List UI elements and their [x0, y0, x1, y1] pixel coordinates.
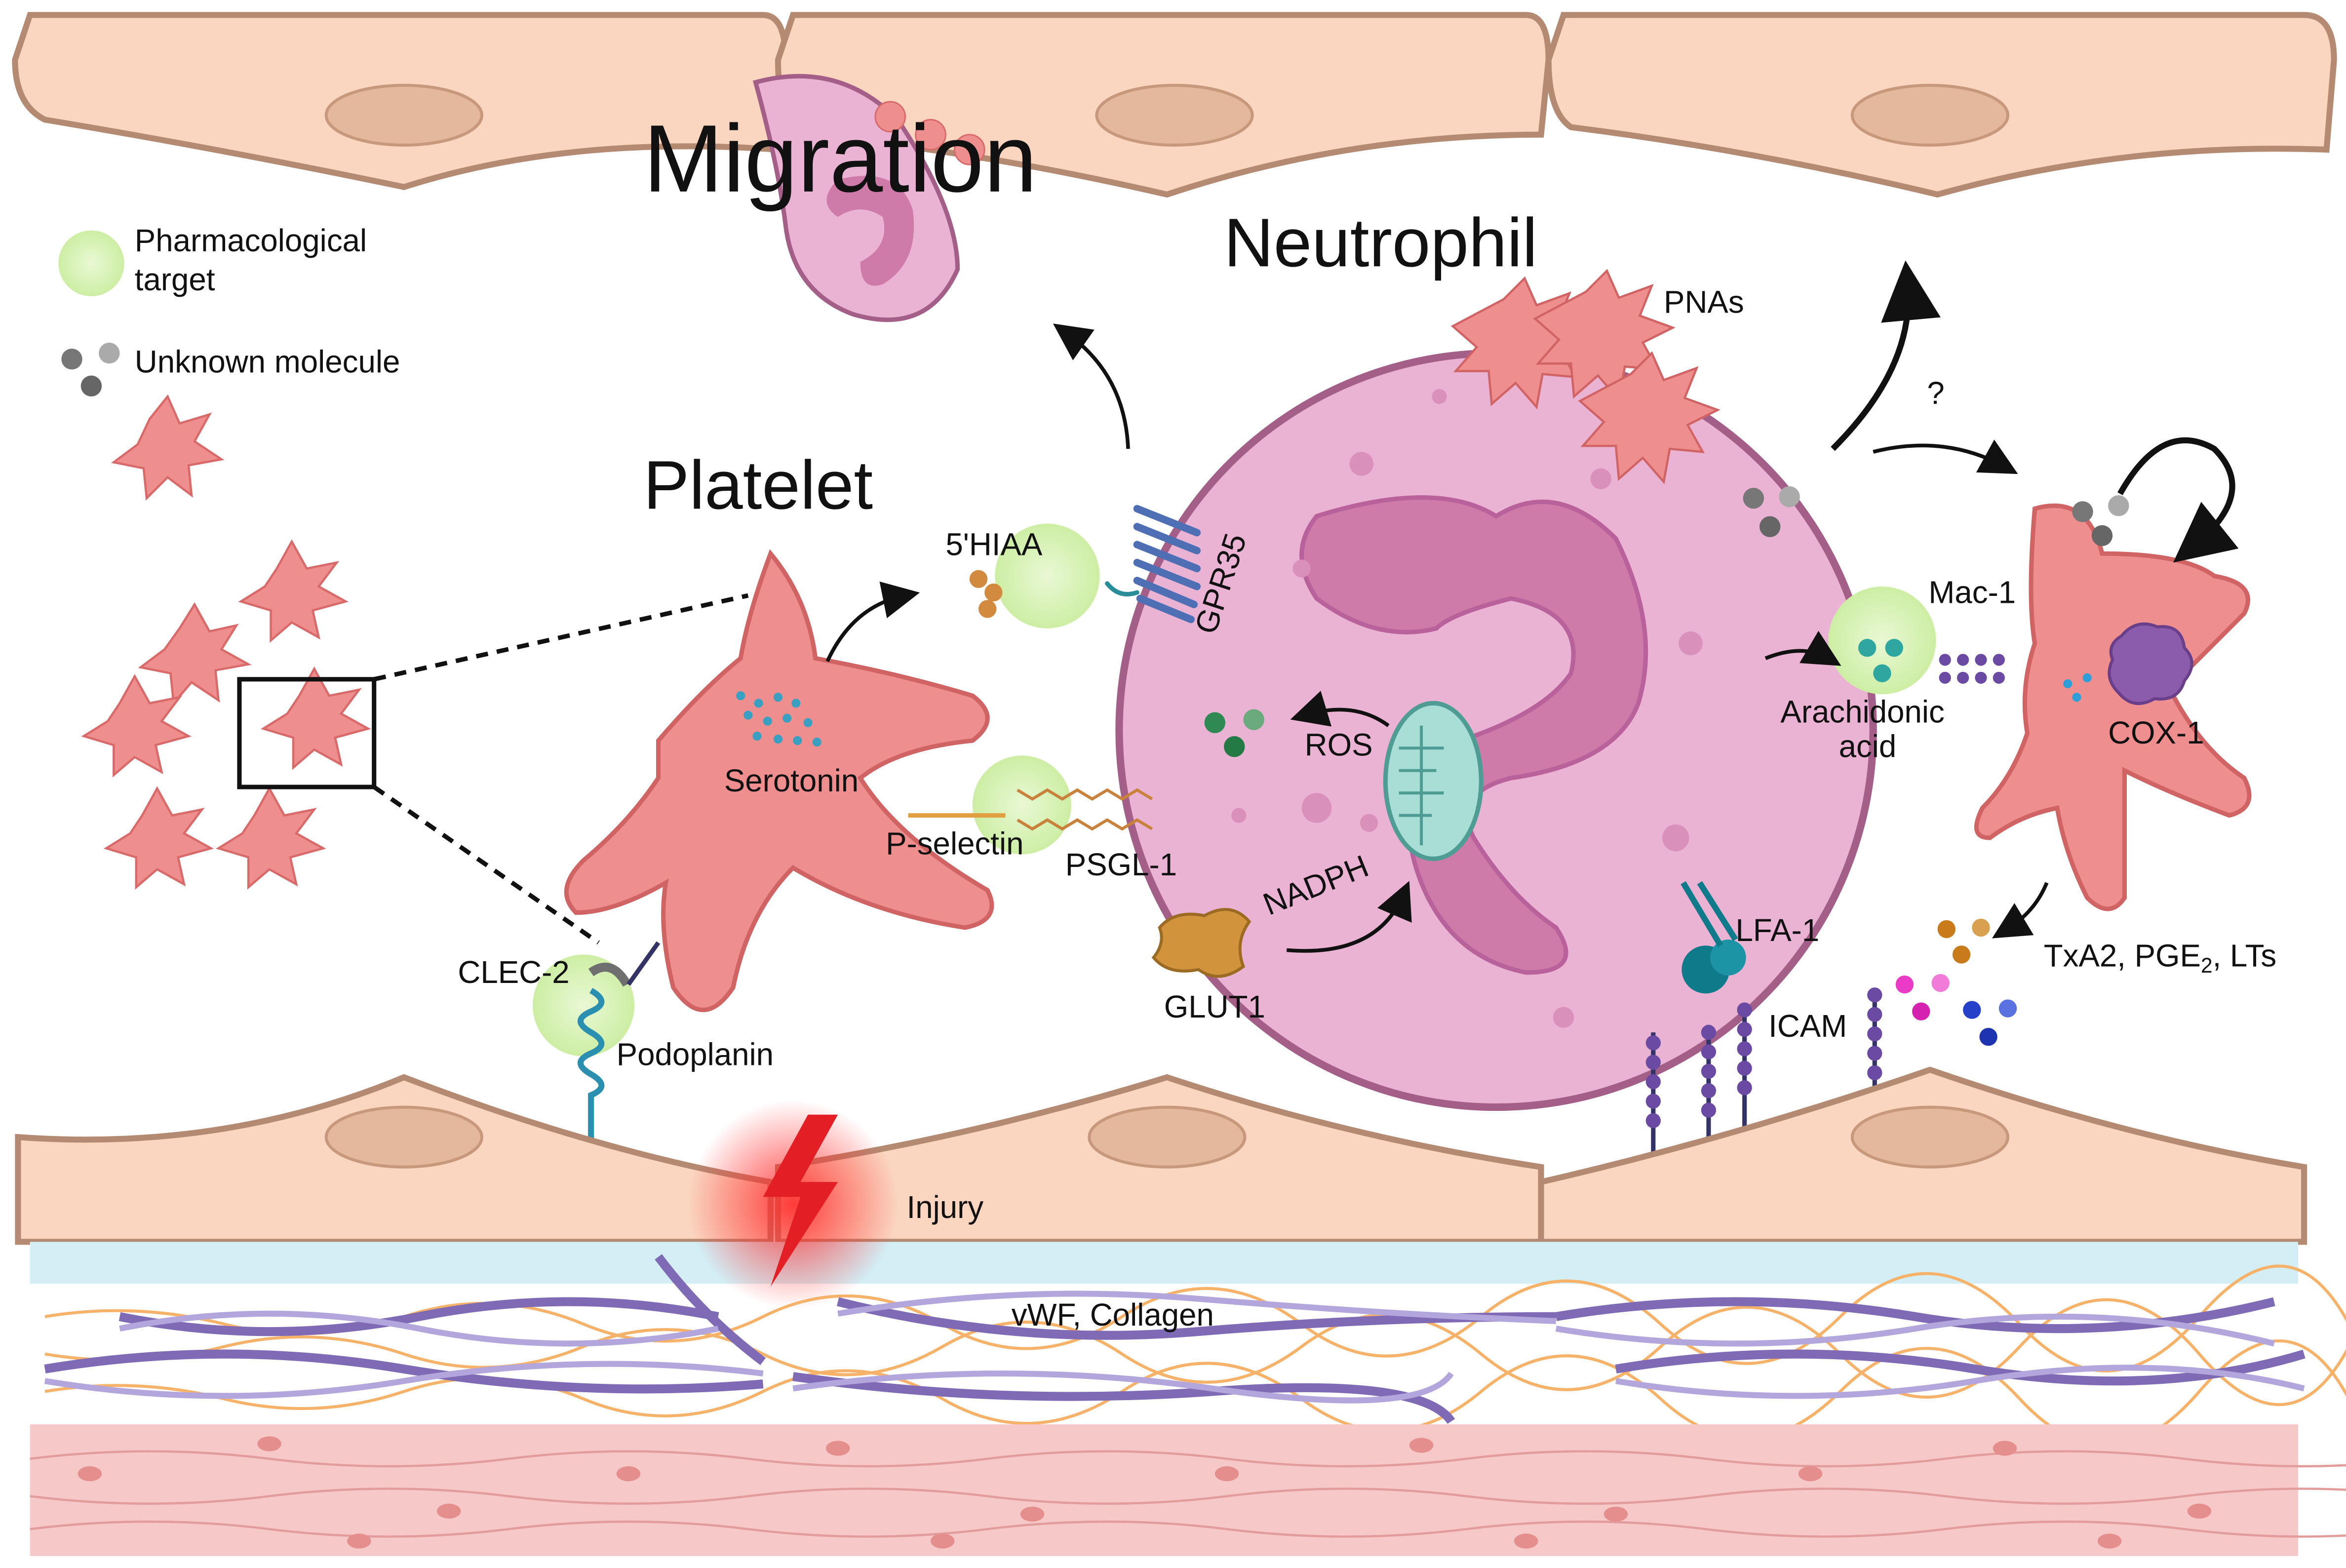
serotonin-release-arrow: [825, 581, 920, 663]
p-selectin-label: P-selectin: [886, 826, 1023, 861]
arachidonic-line2: acid: [1839, 729, 1897, 764]
podoplanin-target-glow: [532, 954, 635, 1057]
podoplanin-protein: [578, 987, 605, 1197]
platelet-cluster-icon: [81, 394, 371, 890]
arachidonic-molecules: [1858, 639, 1903, 682]
hiaa-molecule: [969, 570, 1003, 618]
unknown-to-platelet-arrow: [1873, 439, 2018, 474]
serotonin-granules: [736, 691, 821, 747]
mediators-sub: 2: [2201, 954, 2213, 977]
unknown-molecule-neutrophil: [1743, 486, 1800, 537]
ros-label: ROS: [1305, 727, 1373, 762]
top-endothelium: [12, 12, 2337, 198]
ros-arrow: [1290, 691, 1390, 727]
large-platelet: [564, 549, 994, 1013]
unknown-molecule-icon: [61, 342, 120, 397]
pselectin-psgl1-binding: [908, 788, 1153, 831]
migrating-neutrophil: [752, 74, 985, 322]
clec2-link: [626, 941, 661, 986]
migration-label: Migration: [643, 105, 1037, 212]
migration-arrow: [1053, 323, 1130, 449]
mediators-suffix: , LTs: [2213, 939, 2277, 974]
zoom-line-bottom: [373, 785, 600, 944]
basement-membrane: [30, 1242, 2298, 1284]
mediators-label: TxA2, PGE2, LTs: [2044, 939, 2276, 977]
hiaa-target-glow: [995, 523, 1100, 628]
clec2-receptor: [588, 962, 631, 987]
icam-molecules: [1645, 987, 1882, 1175]
vwf-collagen-label: vWF, Collagen: [1012, 1297, 1214, 1333]
arachidonic-line1: Arachidonic: [1780, 695, 1944, 730]
cox1-enzyme-icon: [2108, 622, 2193, 705]
subendothelial-matrix: [44, 1254, 2346, 1448]
podoplanin-label: Podoplanin: [617, 1037, 774, 1072]
glut1-label: GLUT1: [1164, 989, 1265, 1024]
injury-label: Injury: [907, 1190, 984, 1225]
platelet-loop-arrow: [2117, 437, 2239, 563]
gpr35-receptor-icon: [1105, 505, 1201, 624]
ros-molecules: [1204, 709, 1264, 757]
icam-label: ICAM: [1768, 1009, 1847, 1044]
serotonin-label: Serotonin: [724, 763, 859, 798]
pnas-label: PNAs: [1664, 284, 1744, 319]
clec2-label: CLEC-2: [458, 955, 569, 990]
mac1-receptor: [1939, 654, 2005, 684]
neutrophil-icon: [1115, 349, 1877, 1111]
nadph-arrow: [1287, 881, 1412, 953]
mac1-label: Mac-1: [1928, 575, 2016, 610]
cox1-label: COX-1: [2108, 715, 2204, 750]
lipid-mediators: [1895, 918, 2017, 1046]
arachidonic-arrow: [1764, 630, 1841, 666]
unknown-molecule-platelet: [2072, 495, 2129, 547]
hiaa-label: 5'HIAA: [945, 527, 1043, 562]
platelet-title: Platelet: [643, 446, 873, 523]
pharmacological-target-swatch: [58, 230, 124, 297]
bottom-endothelium: [15, 1066, 2307, 1245]
smooth-muscle-layer: [30, 1424, 2346, 1556]
pselectin-target-glow: [972, 755, 1071, 855]
injury-glow: [688, 1099, 898, 1309]
psgl1-label: PSGL-1: [1065, 847, 1177, 882]
neutrophil-title: Neutrophil: [1224, 204, 1537, 281]
lfa1-receptor: [1681, 881, 1746, 994]
legend-target-line1: Pharmacological: [135, 223, 367, 258]
glut1-transporter-icon: [1151, 908, 1251, 978]
zoom-box: [237, 677, 377, 789]
lightning-injury-icon: [763, 1114, 838, 1287]
zoom-line-top: [373, 593, 749, 682]
legend-unknown-molecule: Unknown molecule: [135, 345, 400, 380]
pnas-cluster-icon: [1450, 269, 1720, 484]
mitochondrion-icon: [1383, 701, 1484, 862]
mediators-prefix: TxA2, PGE: [2044, 939, 2201, 974]
legend: Pharmacological target Unknown molecule: [58, 223, 400, 397]
right-platelet: [1974, 503, 2252, 911]
legend-target-line2: target: [135, 262, 215, 297]
lfa1-label: LFA-1: [1735, 913, 1819, 948]
mediator-arrow: [1992, 882, 2049, 939]
cox1-granules: [2063, 673, 2092, 702]
question-arrow: [1831, 260, 1941, 451]
question-label: ?: [1927, 376, 1944, 411]
arachidonic-target-glow: [1828, 586, 1936, 695]
